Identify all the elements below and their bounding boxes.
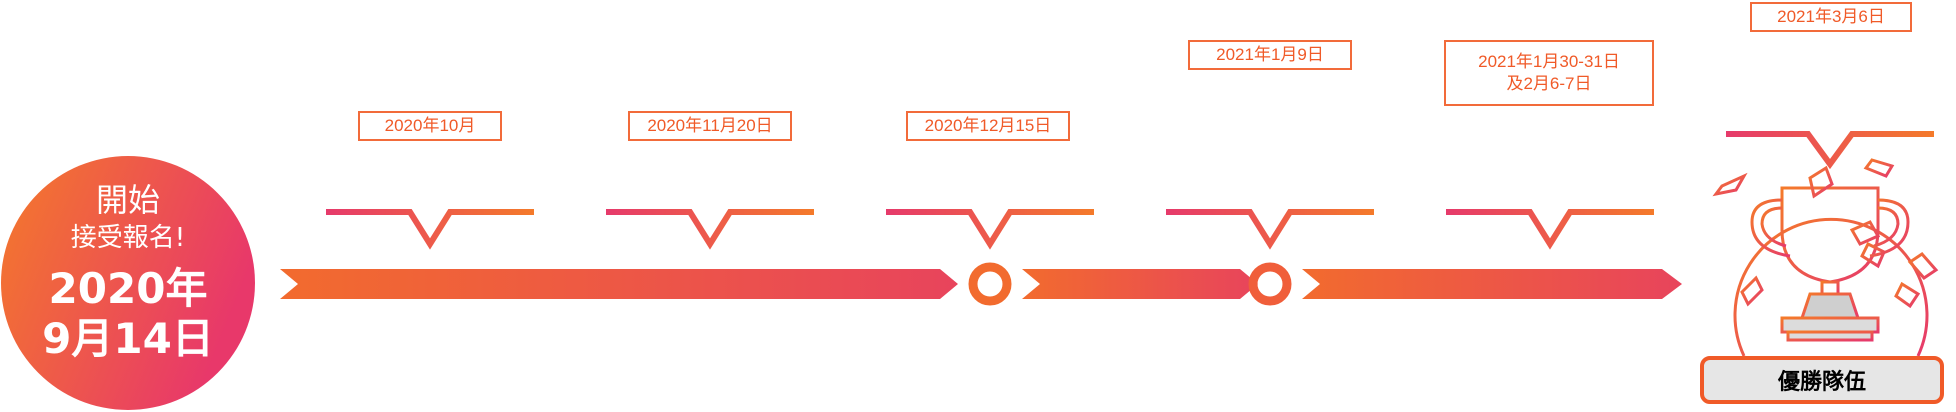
milestone-marker-1: [326, 209, 534, 250]
timeline-segment-2: [1022, 269, 1258, 299]
timeline-bar: [280, 262, 1682, 306]
start-date-year: 2020年: [48, 264, 208, 313]
start-subheading: 接受報名!: [70, 223, 186, 253]
start-circle: [1, 156, 255, 410]
timeline-node-2: [1248, 262, 1292, 306]
timeline-node-1: [968, 262, 1012, 306]
timeline-segment-1: [280, 269, 958, 299]
start-heading: 開始: [95, 181, 160, 219]
milestone-date-3: 2020年12月15日: [906, 111, 1070, 141]
milestone-date-1: 2020年10月: [358, 111, 502, 141]
finale-marker: [1726, 131, 1934, 170]
finale-date: 2021年3月6日: [1750, 2, 1912, 32]
start-date-day: 9月14日: [42, 314, 214, 363]
milestone-date-5: 2021年1月30-31日 及2月6-7日: [1444, 40, 1654, 106]
milestone-date-4: 2021年1月9日: [1188, 40, 1352, 70]
milestone-marker-3: [886, 209, 1094, 250]
milestone-marker-4: [1166, 209, 1374, 250]
timeline-segment-3: [1302, 269, 1682, 299]
milestone-marker-5: [1446, 209, 1654, 250]
milestone-date-2: 2020年11月20日: [628, 111, 792, 141]
milestone-marker-2: [606, 209, 814, 250]
winner-label: 優勝隊伍: [1700, 356, 1944, 404]
trophy-icon: [1712, 158, 1939, 357]
